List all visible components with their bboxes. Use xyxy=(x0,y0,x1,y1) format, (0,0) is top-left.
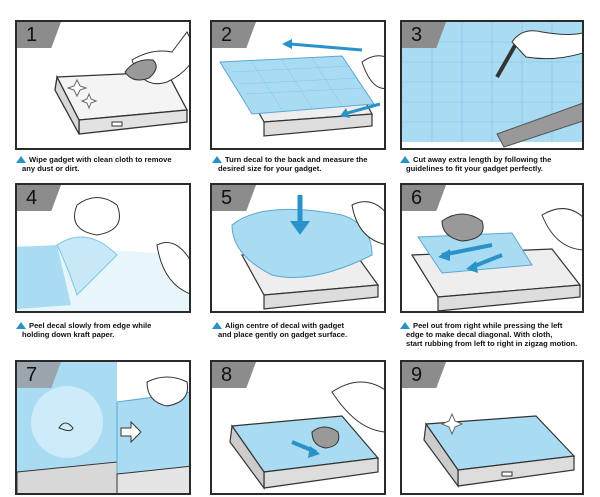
caption-line: Peel decal slowly from edge while xyxy=(29,321,152,330)
step-caption-5: Align centre of decal with gadget and pl… xyxy=(212,321,347,339)
press-decal-illustration xyxy=(229,381,384,490)
caption-line: edge to make decal diagonal. With cloth, xyxy=(406,330,553,339)
step-number: 1 xyxy=(17,22,61,48)
caption-line: holding down kraft paper. xyxy=(22,330,115,339)
triangle-bullet-icon xyxy=(212,322,222,329)
caption-line: Cut away extra length by following the xyxy=(413,155,552,164)
caption-line: Align centre of decal with gadget xyxy=(225,321,344,330)
step-caption-4: Peel decal slowly from edge while holdin… xyxy=(16,321,151,339)
caption-line: Wipe gadget with clean cloth to remove xyxy=(29,155,172,164)
step-panel-1: 1 xyxy=(15,20,191,150)
triangle-bullet-icon xyxy=(400,156,410,163)
caption-line: start rubbing from left to right in zigz… xyxy=(406,339,578,348)
step-panel-5: 5 xyxy=(210,183,386,313)
triangle-bullet-icon xyxy=(16,156,26,163)
decal-measure-illustration xyxy=(219,39,384,137)
step-panel-3: 3 xyxy=(400,20,584,150)
caption-line: guidelines to fit your gadget perfectly. xyxy=(406,164,543,173)
step-panel-4: 4 xyxy=(15,183,191,313)
step-caption-2: Turn decal to the back and measure the d… xyxy=(212,155,368,173)
step-panel-6: 6 xyxy=(400,183,584,313)
step-caption-1: Wipe gadget with clean cloth to remove a… xyxy=(16,155,172,173)
caption-line: and place gently on gadget surface. xyxy=(218,330,348,339)
peel-decal-illustration xyxy=(17,197,189,311)
bubble-removal-illustration xyxy=(17,362,189,493)
caption-line: Peel out from right while pressing the l… xyxy=(413,321,563,330)
align-decal-illustration xyxy=(231,195,384,310)
triangle-bullet-icon xyxy=(400,322,410,329)
step-caption-6: Peel out from right while pressing the l… xyxy=(400,321,577,348)
diagonal-rub-illustration xyxy=(410,208,582,311)
step-panel-7: 7 xyxy=(15,360,191,495)
caption-line: desired size for your gadget. xyxy=(218,164,322,173)
step-number: 4 xyxy=(17,185,61,211)
laptop-illustration xyxy=(54,31,189,135)
finished-laptop-illustration xyxy=(423,412,576,488)
caption-line: Turn decal to the back and measure the xyxy=(225,155,368,164)
step-panel-9: 9 xyxy=(400,360,584,495)
step-panel-8: 8 xyxy=(210,360,386,495)
step-panel-2: 2 xyxy=(210,20,386,150)
step-caption-3: Cut away extra length by following the g… xyxy=(400,155,551,173)
triangle-bullet-icon xyxy=(16,322,26,329)
caption-line: any dust or dirt. xyxy=(22,164,80,173)
triangle-bullet-icon xyxy=(212,156,222,163)
